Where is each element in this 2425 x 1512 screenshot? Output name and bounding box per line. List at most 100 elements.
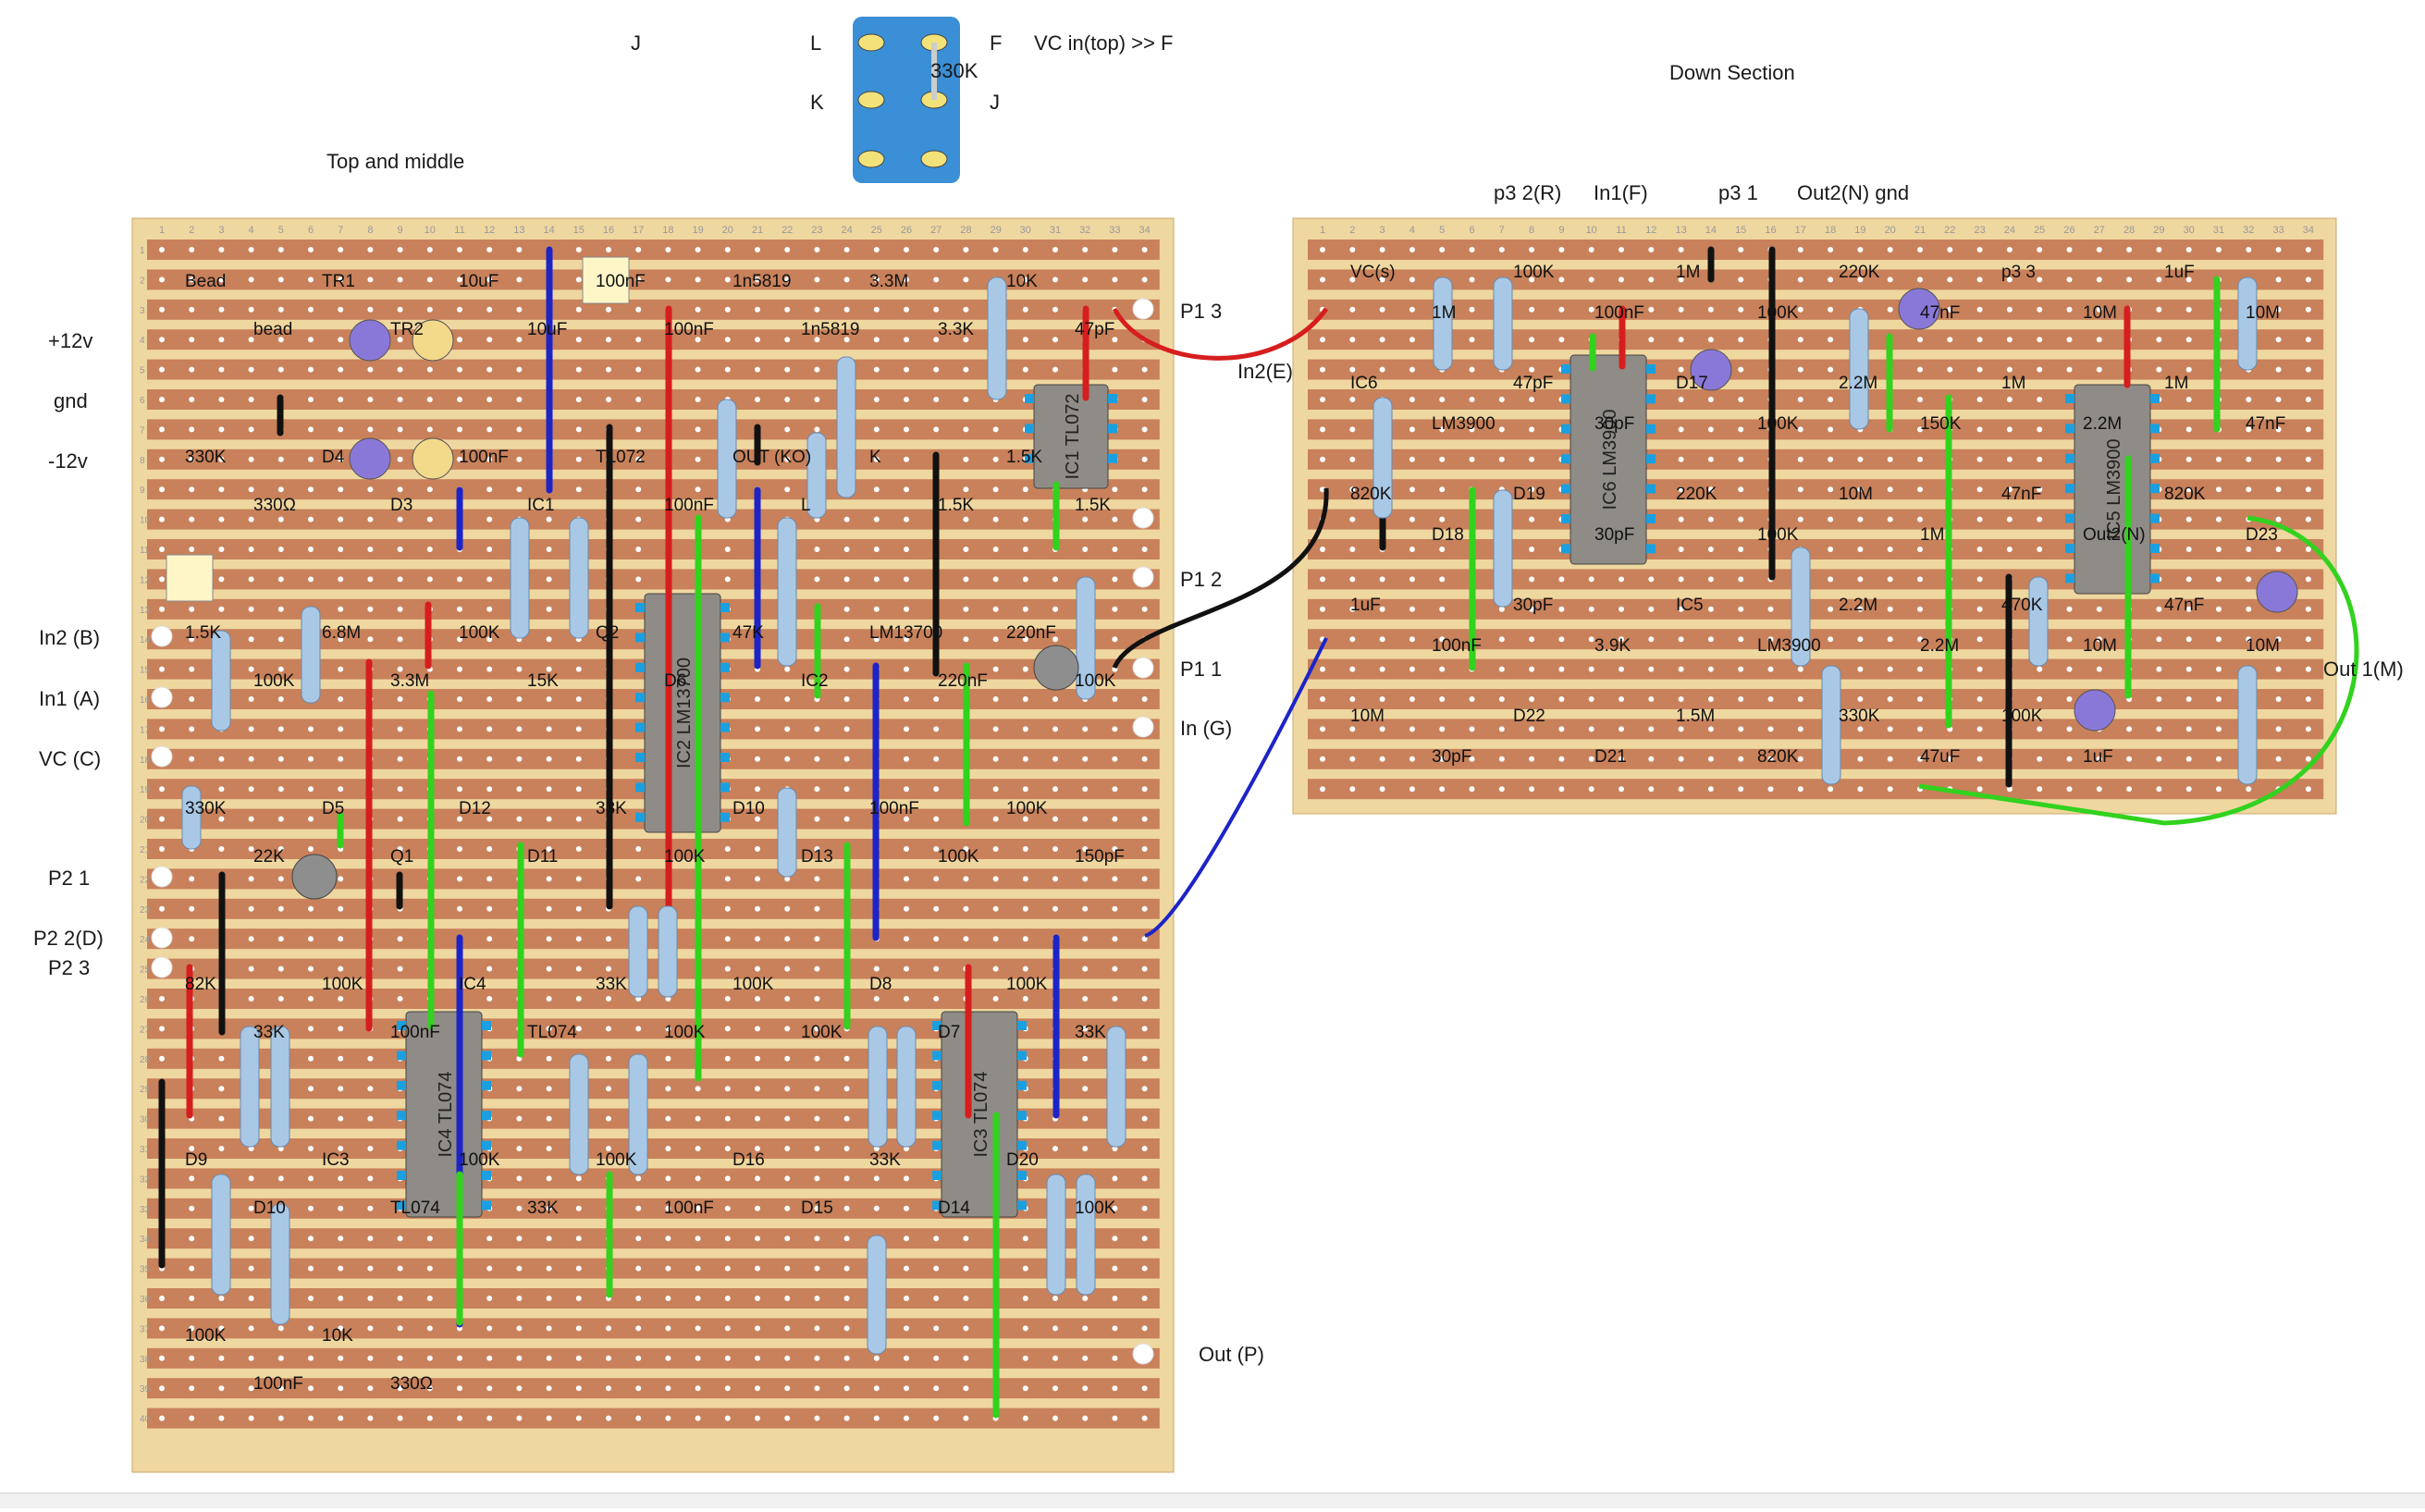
ic-pin [635,693,645,703]
ic-pin [720,812,730,822]
left-col-number: 9 [398,225,403,236]
left-hole [426,1415,433,1421]
left-hole [367,1175,374,1182]
right-hole [2305,366,2311,373]
right-hole [1588,277,1594,283]
left-hole [277,666,284,672]
left-hole [397,486,403,493]
left-hole [724,1325,731,1332]
right-hole [1409,547,1415,552]
switch-resistor-label: 330K [930,59,979,82]
left-component-label: OUT (KO) [732,448,811,467]
right-hole [1976,366,1983,373]
left-hole [724,1205,731,1211]
left-hole [784,1265,791,1272]
right-hole [1976,306,1983,313]
left-hole [308,1055,314,1062]
left-hole [635,846,642,852]
right-hole [1588,247,1594,252]
right-col-number: 21 [1914,225,1926,236]
left-hole [724,1265,731,1272]
right-hole [1379,696,1385,702]
left-hole [695,1296,701,1301]
right-hole [2037,337,2043,343]
left-hole [338,1175,344,1182]
left-hole [755,696,760,702]
left-col-number: 27 [930,225,942,236]
right-hole [2305,636,2311,643]
right-hole [1857,547,1864,552]
left-hole [933,306,940,313]
left-hole [486,516,493,522]
left-hole [159,786,165,793]
left-hole [1052,1325,1058,1332]
right-hole [1767,696,1774,702]
left-hole [933,366,940,373]
left-hole [308,456,314,462]
left-hole [1082,1325,1089,1332]
left-hole [575,996,582,1002]
right-component-label: 100K [1513,263,1555,282]
left-hole [1141,1055,1148,1062]
right-hole [1707,337,1714,343]
left-hole [1022,516,1028,522]
right-col-number: 16 [1765,225,1776,236]
left-hole [367,1296,374,1301]
left-hole [308,247,314,252]
right-hole [1887,306,1893,313]
right-component-label: 330K [1839,707,1880,726]
right-hole [2216,606,2222,612]
left-hole [933,756,940,762]
right-hole [1887,786,1893,793]
right-component-label: 1uF [1350,596,1381,615]
left-hole [486,277,493,283]
left-hole [992,456,999,462]
left-hole [397,547,403,552]
left-hole [338,1146,344,1151]
left-hole [367,247,374,252]
down-section-title: Down Section [1669,61,1795,84]
left-row-number: 1 [140,246,145,256]
right-hole [1379,247,1385,252]
left-hole [277,1415,284,1421]
left-hole [277,1355,284,1361]
left-row-number: 11 [140,546,150,556]
connection-pad [1132,566,1154,588]
right-hole [2305,516,2311,522]
left-hole [904,816,909,822]
left-row-number: 35 [140,1265,151,1275]
left-hole [397,756,403,762]
right-hole [1469,456,1475,462]
left-hole [218,1146,225,1151]
right-hole [1767,786,1774,793]
left-hole [218,846,225,852]
right-hole [1349,337,1356,343]
left-hole [1112,1385,1118,1392]
right-hole [2066,247,2073,252]
right-hole [1828,247,1834,252]
left-row-number: 25 [140,965,151,976]
right-hole [1678,366,1684,373]
switch-label-j: J [990,91,1000,114]
right-hole [1887,756,1893,762]
left-hole [457,816,462,822]
left-hole [784,1385,791,1392]
right-hole [1887,277,1893,283]
resistor-body [1076,1174,1096,1296]
left-col-number: 26 [901,225,912,236]
right-hole [2185,426,2192,433]
switch-lug [857,91,885,109]
left-hole [1141,965,1148,972]
right-hole [1619,786,1624,793]
left-hole [1022,936,1028,942]
left-hole [665,1355,671,1361]
left-hole [1112,636,1118,643]
left-hole [904,996,909,1002]
left-hole [1112,936,1118,942]
right-hole [1619,756,1624,762]
right-hole [1409,606,1415,612]
left-hole [338,1415,344,1421]
right-hole [2066,726,2073,732]
left-hole [397,366,403,373]
right-hole [2037,306,2043,313]
